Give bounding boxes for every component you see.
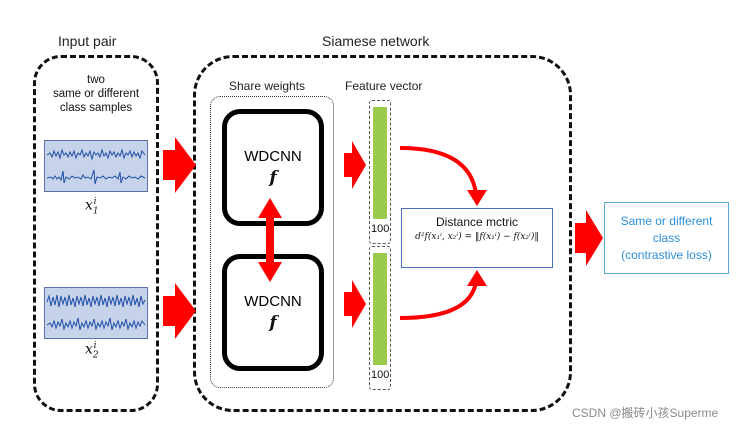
watermark-text: CSDN @搬砖小孩Superme — [572, 406, 719, 420]
cnn-2-to-feature-arrow — [344, 280, 366, 328]
input-description-line-1: two — [87, 74, 105, 86]
feature-vector-1-length: 100 — [371, 223, 390, 235]
sample-1-sub: 1 — [92, 206, 99, 217]
waveform-icon — [46, 148, 146, 185]
feature-1-to-metric-arrow — [399, 146, 487, 206]
feature-vector-1: 100 — [369, 100, 391, 244]
input-2-arrow — [163, 283, 196, 339]
wdcnn-1-function: f — [269, 167, 277, 188]
wdcnn-2-title: WDCNN — [244, 292, 302, 310]
feature-vector-2-bar — [373, 253, 387, 365]
input-pair-container — [33, 55, 159, 412]
output-line-2: class — [652, 230, 681, 245]
sample-1-symbol: x — [85, 197, 93, 214]
feature-vector-header: Feature vector — [345, 79, 423, 93]
feature-2-to-metric-arrow — [399, 270, 487, 320]
input-1-arrow — [163, 137, 196, 193]
input-description-line-3: class samples — [59, 102, 133, 114]
output-line-3: (contrastive loss) — [621, 247, 712, 262]
output-line-1: Same or different — [620, 213, 713, 228]
input-description-line-2: same or different — [52, 88, 140, 100]
sample-2-symbol: x — [85, 341, 93, 358]
sample-2-sub: 2 — [92, 350, 99, 361]
output-box: Same or different class (contrastive los… — [604, 202, 729, 274]
wdcnn-1-title: WDCNN — [244, 147, 302, 165]
distance-metric-box: Distance mctric d²f(x₁ⁱ, x₂ⁱ) = ‖f(x₁ⁱ) … — [401, 208, 553, 268]
share-weights-header: Share weights — [229, 79, 306, 93]
input-description: two same or different class samples — [38, 73, 154, 115]
sample-2-label: x2i — [85, 341, 99, 361]
distance-metric-title: Distance mctric — [435, 215, 518, 229]
distance-metric-formula: d²f(x₁ⁱ, x₂ⁱ) = ‖f(x₁ⁱ) − f(x₂ⁱ)‖ — [415, 232, 539, 242]
cnn-1-to-feature-arrow — [344, 141, 366, 189]
siamese-network-header: Siamese network — [322, 33, 430, 49]
feature-vector-2-length: 100 — [371, 369, 390, 381]
feature-vector-2: 100 — [369, 246, 391, 390]
network-to-output-arrow — [575, 210, 603, 266]
sample-1-sup: i — [93, 197, 97, 207]
wdcnn-2-function: f — [269, 312, 277, 333]
sample-2-signal — [44, 287, 148, 339]
feature-vector-1-bar — [373, 107, 387, 219]
siamese-network-container — [193, 55, 572, 412]
sample-2-sup: i — [93, 341, 97, 351]
waveform-icon — [46, 294, 146, 331]
sample-1-label: x1i — [85, 197, 99, 217]
shared-weights-double-arrow — [258, 198, 282, 282]
share-weights-box — [210, 96, 334, 388]
sample-1-signal — [44, 140, 148, 192]
input-pair-header: Input pair — [58, 33, 117, 49]
